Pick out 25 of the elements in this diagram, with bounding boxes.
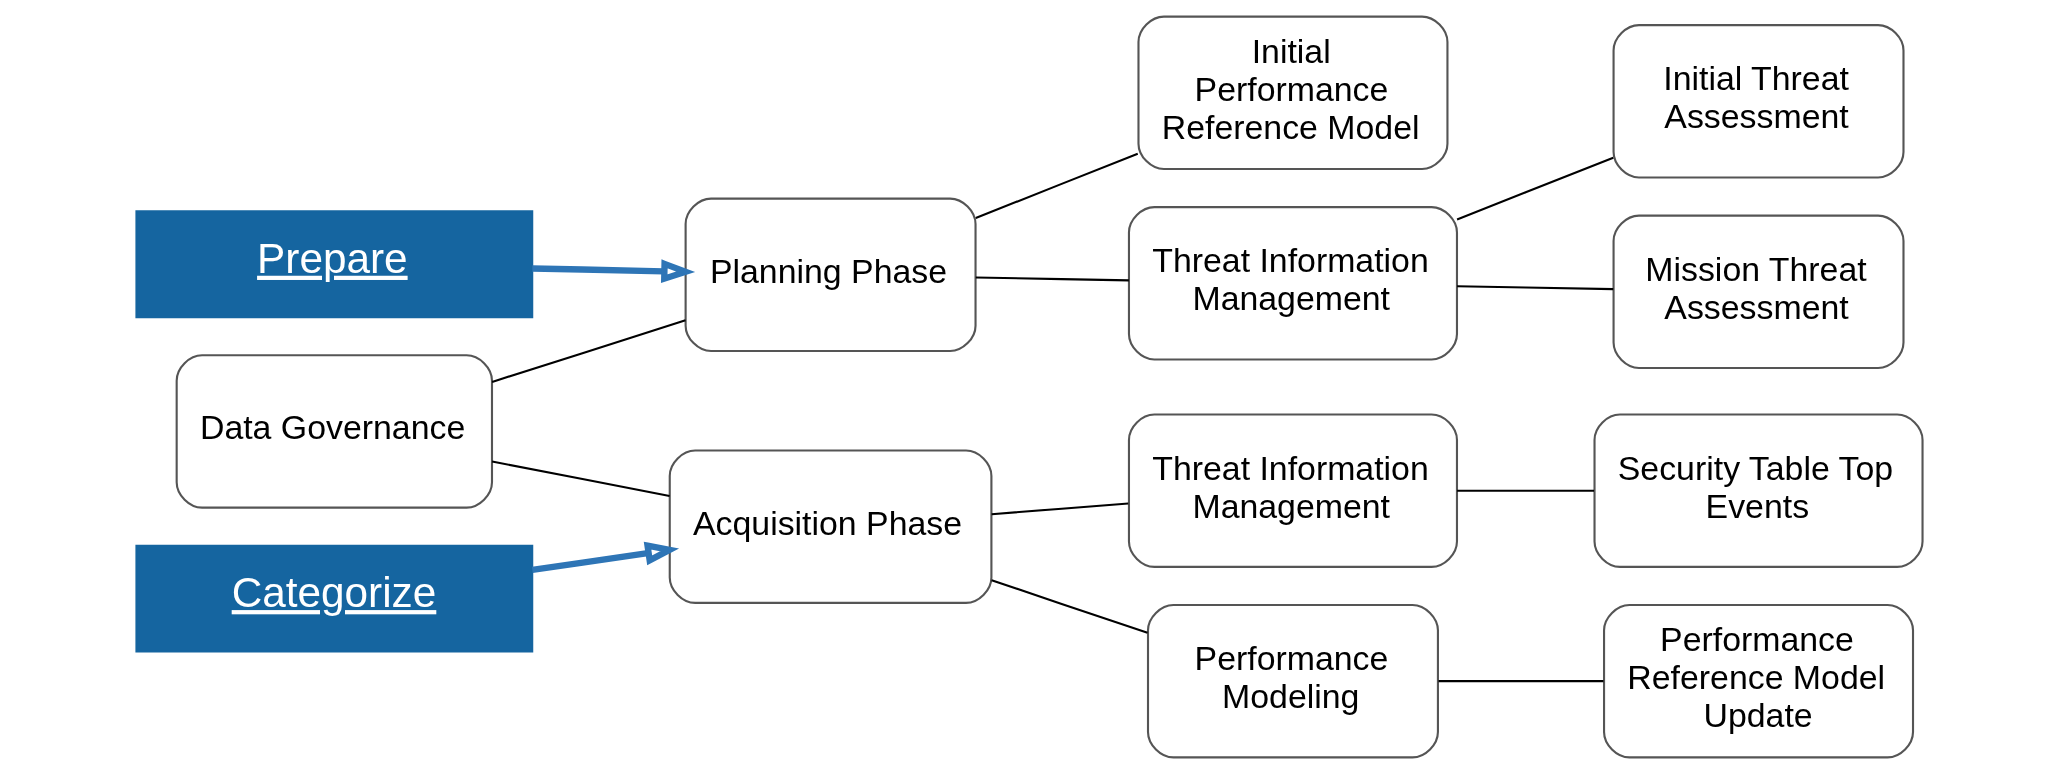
connector <box>975 152 1139 219</box>
node-box: Acquisition Phase <box>668 449 993 604</box>
node-box: Categorize <box>135 544 534 653</box>
connector <box>491 319 686 383</box>
node-box: Threat Information Management <box>1127 413 1459 568</box>
connector <box>491 460 670 497</box>
node-box: Security Table Top Events <box>1593 413 1924 568</box>
connector <box>1438 680 1604 683</box>
node-box: Performance Modeling <box>1146 603 1439 759</box>
connector <box>991 502 1129 516</box>
node-box: Data Governance <box>175 354 494 509</box>
node-box: Performance Reference Model Update <box>1603 603 1915 759</box>
node-box: Initial Threat Assessment <box>1612 24 1905 179</box>
node-box: Planning Phase <box>684 197 977 353</box>
node-box: Mission Threat Assessment <box>1612 214 1905 369</box>
node-box: Initial Performance Reference Model <box>1137 15 1449 171</box>
node-box: Threat Information Management <box>1127 206 1459 361</box>
node-box: Prepare <box>135 210 534 319</box>
connector <box>975 276 1129 282</box>
connector <box>1457 285 1614 291</box>
arrow <box>531 541 680 574</box>
connector <box>991 579 1148 634</box>
connector <box>1457 489 1594 492</box>
connector <box>1456 156 1614 221</box>
arrow <box>532 259 696 284</box>
